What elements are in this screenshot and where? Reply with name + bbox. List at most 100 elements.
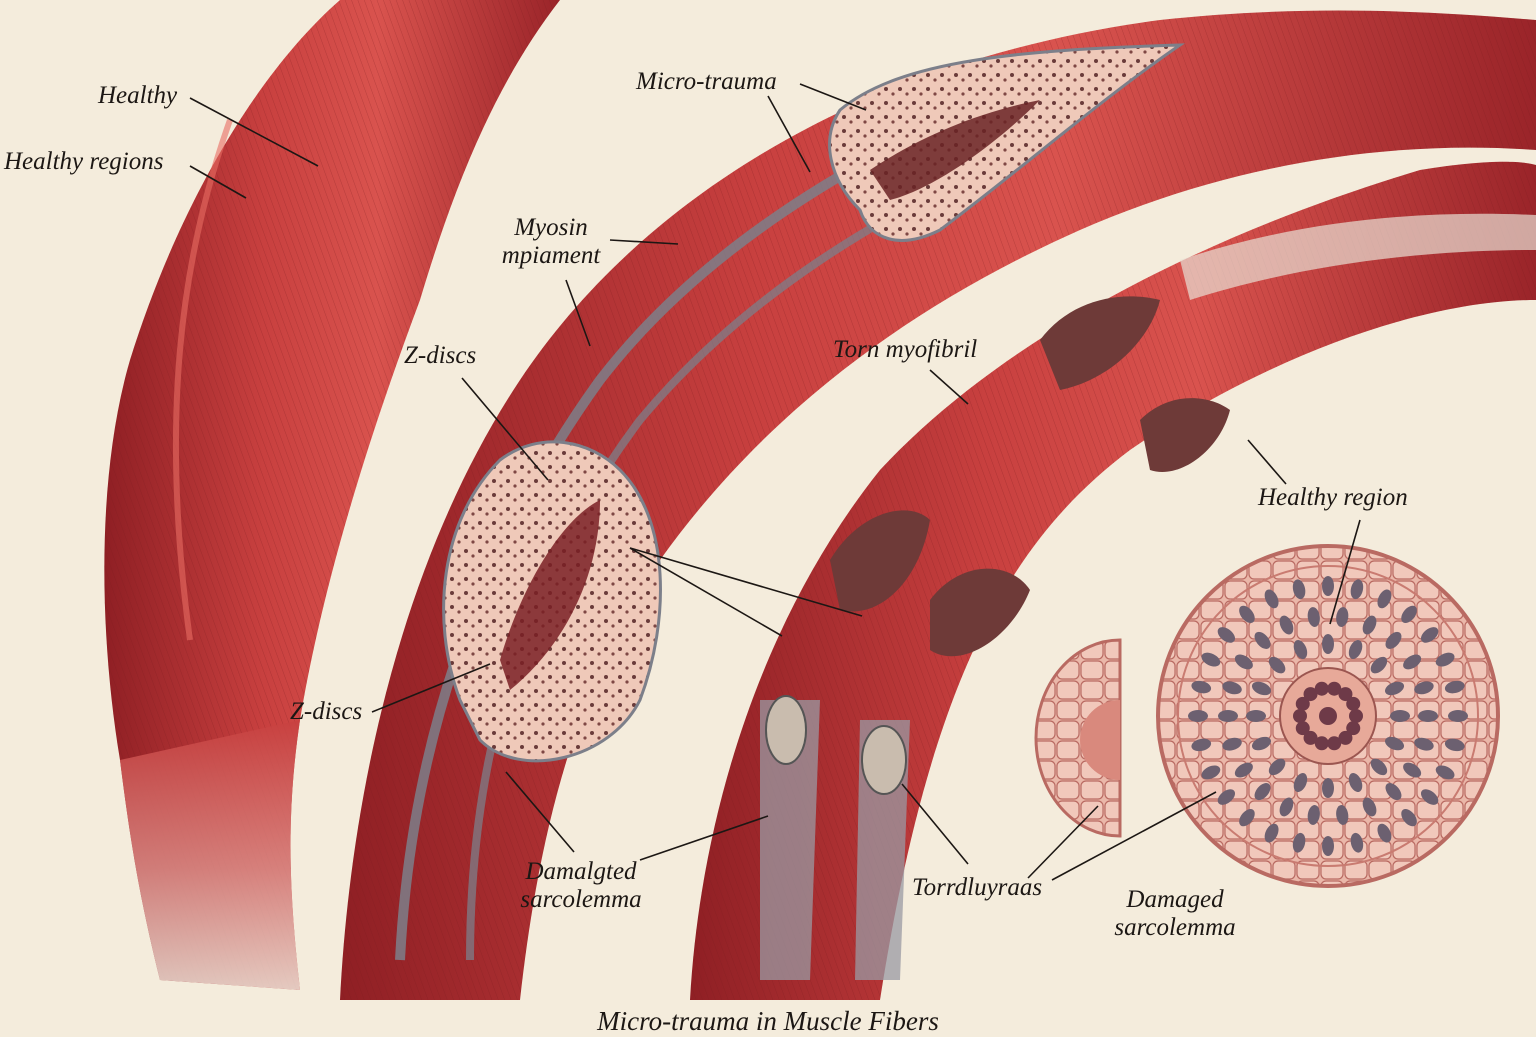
label-myosin: Myosin mpiament (486, 214, 616, 270)
nucleus (1336, 607, 1349, 627)
micro-trauma-lesion (828, 43, 1186, 242)
label-z-discs-lower: Z-discs (290, 698, 363, 725)
nucleus (1246, 710, 1266, 722)
nucleus (1254, 783, 1271, 801)
nucleus (1191, 738, 1212, 752)
healthy-muscle (104, 0, 560, 990)
core-fiber (1349, 709, 1363, 723)
leader-torn-label-a (901, 783, 969, 865)
nucleus (1307, 607, 1320, 627)
leader-damaged-left-b (505, 771, 575, 853)
leader-z-discs-upper (461, 377, 549, 481)
nucleus (1292, 832, 1306, 853)
core-fiber (1314, 681, 1329, 696)
nucleus (1264, 589, 1279, 609)
nucleus (1191, 680, 1212, 694)
nucleus (1370, 758, 1388, 776)
leader-myosin-b (565, 279, 591, 347)
nucleus (1435, 652, 1455, 667)
core-fiber (1346, 721, 1361, 736)
nucleus (1234, 654, 1253, 670)
leader-z-discs-lower (371, 663, 491, 713)
leader-micro-trauma-b (767, 95, 811, 173)
core-fiber (1327, 681, 1342, 696)
leader-healthy-region-b (1329, 519, 1361, 625)
nucleus (1370, 656, 1388, 674)
label-damaged-right-line1: Damaged (1126, 886, 1224, 913)
core-fiber (1303, 730, 1318, 745)
nucleus (1293, 639, 1308, 660)
nucleus (1390, 710, 1410, 722)
nucleus (1350, 832, 1364, 853)
nucleus (1362, 615, 1377, 635)
label-healthy-region: Healthy region (1258, 484, 1408, 511)
nucleus (1414, 737, 1434, 751)
label-torn: Torrdluyraas (912, 874, 1043, 901)
leader-torn-myofibril (929, 369, 969, 405)
nucleus (1414, 681, 1434, 695)
core-fiber (1295, 721, 1310, 736)
nucleus (1403, 654, 1422, 670)
nucleus (1322, 778, 1334, 798)
core-fiber (1295, 696, 1310, 711)
nucleus (1385, 631, 1402, 649)
label-myosin-line1: Myosin (514, 214, 588, 241)
nucleus (1350, 579, 1364, 600)
z-disc-lesion (442, 440, 662, 763)
nucleus (1348, 639, 1363, 660)
nucleus (1239, 605, 1255, 624)
leader-lines (189, 83, 1361, 881)
nucleus (1217, 627, 1236, 643)
label-damaged-left-line2: sarcolemma (520, 886, 642, 913)
label-damaged-sarcolemma-right: Damaged sarcolemma (1100, 886, 1250, 942)
core-fiber (1314, 736, 1329, 751)
nucleus (1268, 656, 1286, 674)
leader-damaged-left (639, 815, 769, 861)
nucleus (1292, 579, 1306, 600)
label-z-discs-upper: Z-discs (404, 342, 477, 369)
nucleus (1322, 836, 1334, 856)
nucleus (1444, 680, 1465, 694)
leader-z-discs-a (629, 547, 863, 617)
core-fiber (1338, 687, 1353, 702)
half-cross-section (1034, 638, 1122, 838)
nucleus (1401, 808, 1417, 827)
label-myosin-line2: mpiament (501, 242, 601, 269)
label-damaged-sarcolemma-left: Damalgted sarcolemma (506, 858, 656, 914)
nucleus (1279, 615, 1294, 635)
nucleus (1362, 797, 1377, 817)
label-healthy-regions: Healthy regions (4, 148, 164, 175)
leader-healthy (189, 97, 319, 167)
nucleus (1384, 681, 1405, 696)
nucleus (1385, 783, 1402, 801)
nucleus (1251, 736, 1272, 751)
nucleus (1435, 765, 1455, 780)
label-micro-trauma: Micro-trauma (636, 68, 777, 95)
nucleus (1264, 823, 1279, 843)
nucleus (1377, 823, 1392, 843)
leader-damaged-right (1051, 791, 1217, 881)
nucleus (1418, 710, 1438, 722)
leader-micro-trauma-a (799, 83, 867, 111)
nucleus (1293, 772, 1308, 793)
nucleus (1307, 805, 1320, 825)
nucleus (1201, 652, 1221, 667)
nucleus (1218, 710, 1238, 722)
nucleus (1251, 681, 1272, 696)
leader-torn-label-b (1027, 805, 1099, 879)
core-fiber (1346, 696, 1361, 711)
nucleus (1336, 805, 1349, 825)
leader-myosin (609, 239, 679, 245)
nucleus (1420, 627, 1439, 643)
leader-healthy-regions (189, 165, 247, 199)
core-fiber (1303, 687, 1318, 702)
nucleus (1403, 762, 1422, 778)
nucleus (1254, 631, 1271, 649)
nucleus (1448, 710, 1468, 722)
nucleus (1222, 681, 1242, 695)
core-fiber (1327, 736, 1342, 751)
nucleus (1384, 736, 1405, 751)
cross-section (1156, 544, 1500, 888)
core-fibers (1293, 681, 1363, 751)
